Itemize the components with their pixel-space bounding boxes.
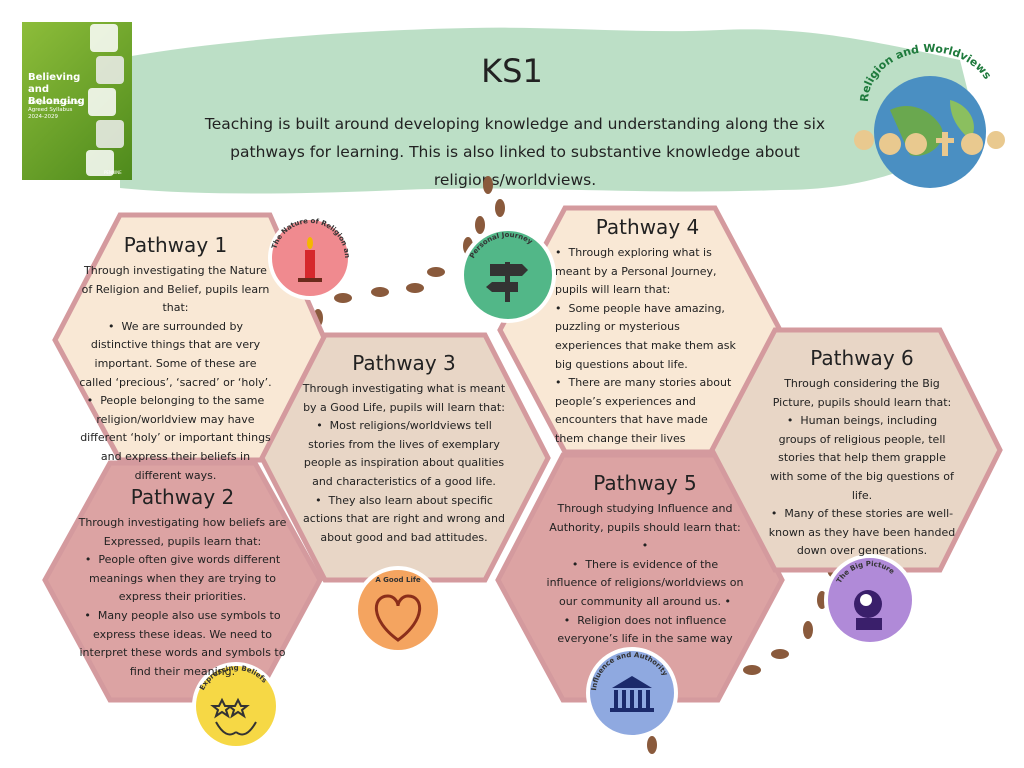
pathway-3-point-2: They also learn about specific actions t…: [298, 492, 510, 548]
pathway-5-content: Pathway 5 Through studying Influence and…: [545, 470, 745, 649]
pathway-6-point-1: Human beings, including groups of religi…: [768, 412, 956, 505]
pathway-3-title: Pathway 3: [352, 351, 456, 375]
pathway-6-intro: Through considering the Big Picture, pup…: [772, 377, 952, 409]
pathway-3-point-1: Most religions/worldviews tell stories f…: [298, 417, 510, 491]
pathway-5-point-1: There is evidence of the influence of re…: [545, 556, 745, 612]
thinking-head-icon: [854, 590, 882, 630]
influence-authority-badge: Influence and Authority: [586, 647, 678, 739]
pathway-2-point-1: People often give words different meanin…: [75, 551, 290, 607]
badge-label-3: A Good Life: [375, 576, 421, 584]
pathway-5-point-2: Religion does not influence everyone’s l…: [545, 612, 745, 649]
puzzle-pieces-icon: [86, 24, 124, 176]
book-subtitle: Religious Education Agreed Syllabus 2024…: [28, 100, 82, 120]
pathway-3-content: Pathway 3 Through investigating what is …: [298, 350, 510, 547]
pathway-2-intro: Through investigating how beliefs are Ex…: [78, 516, 287, 548]
hands-stars-icon: [210, 697, 257, 736]
pathway-4-content: Pathway 4 Through exploring what is mean…: [555, 214, 740, 449]
syllabus-book-cover: Believing and Belonging Religious Educat…: [22, 22, 132, 180]
heart-maze-icon: [374, 594, 422, 642]
pathway-4-point-1: Some people have amazing, puzzling or my…: [555, 300, 740, 374]
big-picture-badge: The Big Picture: [824, 554, 916, 646]
pathway-4-point-2: There are many stories about people’s ex…: [555, 374, 740, 448]
candle-icon: [298, 237, 322, 282]
pathway-5-title: Pathway 5: [593, 471, 697, 495]
pathway-6-content: Pathway 6 Through considering the Big Pi…: [768, 345, 956, 561]
pathway-1-point-1: We are surrounded by distinctive things …: [78, 318, 273, 392]
book-title: Believing and Belonging: [28, 72, 85, 107]
religion-worldviews-logo: Religion and Worldviews: [854, 42, 1005, 188]
pathway-3-intro: Through investigating what is meant by a…: [302, 382, 506, 414]
pathway-6-point-2: Many of these stories are well-known as …: [768, 505, 956, 561]
pathway-1-title: Pathway 1: [123, 233, 228, 257]
book-publisher: PENNINE: [104, 170, 122, 175]
page-title: KS1: [481, 52, 543, 90]
pathway-2-title: Pathway 2: [130, 485, 235, 509]
courthouse-icon: [610, 676, 654, 712]
pathway-1-content: Pathway 1 Through investigating the Natu…: [78, 232, 273, 485]
pathway-2-point-2: Many people also use symbols to express …: [75, 607, 290, 681]
pathway-6-title: Pathway 6: [810, 346, 914, 370]
page-subtitle: Teaching is built around developing know…: [204, 115, 826, 189]
personal-journey-badge: Personal Journey: [460, 227, 556, 323]
pathway-1-intro: Through investigating the Nature of Reli…: [81, 264, 270, 315]
signpost-icon: [486, 262, 528, 302]
good-life-badge: A Good Life: [354, 566, 442, 654]
religious-symbols-icon: [854, 130, 1005, 156]
pathway-4-intro: Through exploring what is meant by a Per…: [555, 244, 740, 300]
pathway-1-point-2: People belonging to the same religion/wo…: [78, 392, 273, 485]
pathway-5-intro: Through studying Influence and Authority…: [549, 502, 741, 553]
pathway-2-content: Pathway 2 Through investigating how beli…: [75, 484, 290, 681]
pathway-4-title: Pathway 4: [595, 215, 700, 239]
